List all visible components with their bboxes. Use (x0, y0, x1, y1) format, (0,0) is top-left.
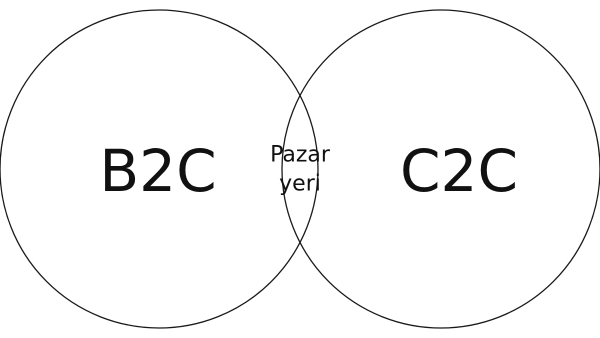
intersection-label-line-2: yeri (279, 172, 321, 197)
circle-c2c (281, 9, 600, 329)
circle-b2c (0, 9, 319, 329)
label-c2c: C2C (400, 137, 518, 205)
label-b2c: B2C (99, 137, 216, 205)
intersection-label-line-1: Pazar (270, 143, 331, 168)
